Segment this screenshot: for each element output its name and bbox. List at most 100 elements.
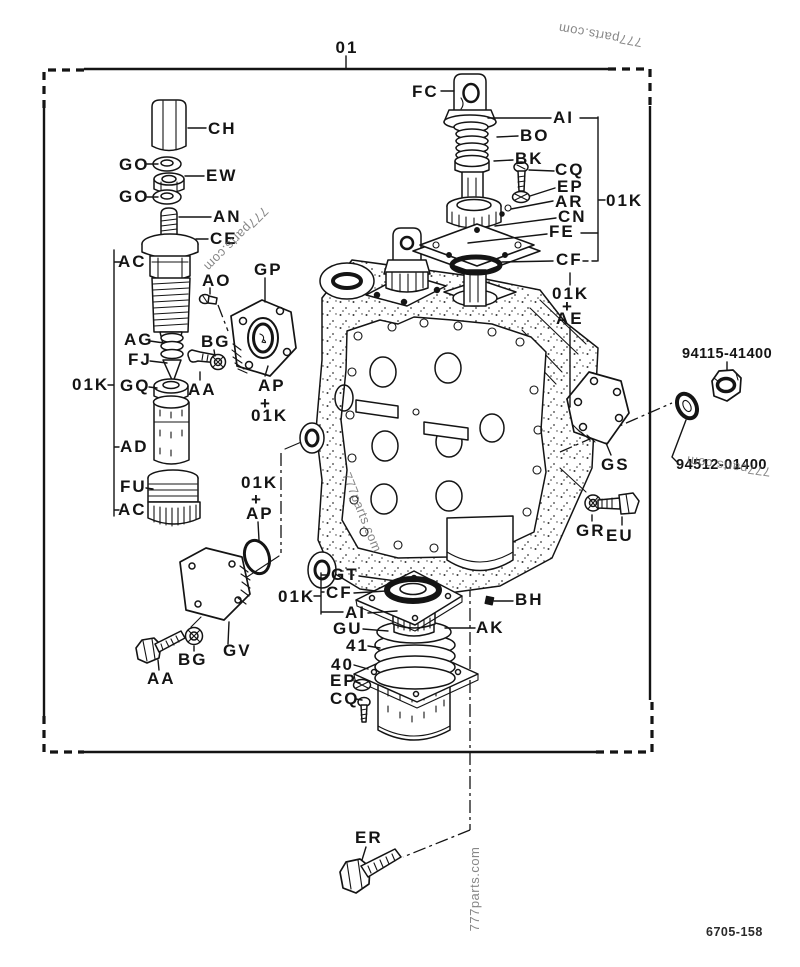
callout-ch: CH xyxy=(208,119,237,138)
callout-kit-right: 01K xyxy=(606,191,643,210)
part-ag-spring xyxy=(160,332,184,360)
callout-ce: CE xyxy=(210,229,238,248)
valve-body-lug xyxy=(319,262,375,300)
callout-ac-lower: AC xyxy=(118,500,147,519)
valve-body-ports xyxy=(334,352,505,515)
callout-kit-left: 01K xyxy=(72,375,109,394)
part-eu-bolt xyxy=(597,492,640,515)
callout-ad: AD xyxy=(120,437,149,456)
part-41-spring xyxy=(374,633,456,690)
part-94512-washer xyxy=(674,391,700,421)
callout-gp: GP xyxy=(254,260,283,279)
callout-cf-lower: CF xyxy=(326,583,353,602)
callout-gv: GV xyxy=(223,641,252,660)
valve-body-bolt-holes xyxy=(345,318,543,553)
callout-gr: GR xyxy=(576,521,606,540)
part-ao-screw xyxy=(198,293,218,305)
callout-cn: CN xyxy=(558,207,587,226)
callout-ap-upper: AP xyxy=(258,376,286,395)
callout-labels: CH GO EW GO AN CE AC AG FJ GQ 01K AD FU … xyxy=(72,82,772,847)
relief-valve-column xyxy=(141,99,201,527)
part-cq-ep-upper xyxy=(499,161,531,217)
callout-bo: BO xyxy=(520,126,550,145)
callout-40: 40 xyxy=(331,655,354,674)
figure-number: 6705-158 xyxy=(706,925,763,939)
view-label-group: 01 xyxy=(336,38,359,70)
callout-gs: GS xyxy=(601,455,630,474)
callout-ew: EW xyxy=(206,166,237,185)
callout-kit-gv: 01K xyxy=(241,473,278,492)
part-aa-bolt-lower xyxy=(135,630,186,664)
callout-go-lower: GO xyxy=(119,187,149,206)
callout-gq: GQ xyxy=(120,376,150,395)
callout-ai-upper: AI xyxy=(553,108,574,127)
part-gr-washer xyxy=(584,494,602,512)
part-fj-poppet xyxy=(162,359,182,383)
callout-washer-part-number: 94512-01400 xyxy=(676,457,767,473)
part-cf-seal-upper xyxy=(449,254,503,276)
callout-ep-lower: EP xyxy=(330,671,357,690)
leader-lines xyxy=(107,90,728,861)
part-go-washer-lower xyxy=(152,189,182,205)
part-ad-sleeve xyxy=(152,395,190,465)
callout-kit-ae: 01K xyxy=(552,284,589,303)
callout-aa-lower: AA xyxy=(147,669,176,688)
callout-nut-part-number: 94115-41400 xyxy=(682,346,772,362)
callout-cq-lower: CQ xyxy=(330,689,360,708)
callout-an: AN xyxy=(213,207,242,226)
part-spool-collar xyxy=(446,196,502,231)
callout-plus-3: + xyxy=(562,297,574,316)
part-bh-plug xyxy=(484,595,495,606)
callout-41: 41 xyxy=(346,636,369,655)
part-fc-clevis xyxy=(443,73,497,130)
part-ce-bushing xyxy=(141,233,199,281)
part-94115-nut xyxy=(711,369,742,402)
callout-cf-upper: CF xyxy=(556,250,583,269)
part-ap-oring xyxy=(242,538,272,576)
part-fu-plug xyxy=(147,469,199,503)
part-bk-collar xyxy=(454,154,490,175)
part-er-bolt xyxy=(339,848,402,894)
callout-aa-upper: AA xyxy=(188,380,217,399)
callout-gu: GU xyxy=(333,619,363,638)
callout-er: ER xyxy=(355,828,383,847)
callout-eu: EU xyxy=(606,526,634,545)
callout-ao: AO xyxy=(202,271,232,290)
lower-bonnet-stack xyxy=(352,570,495,741)
callout-ag: AG xyxy=(124,330,154,349)
callout-ac-upper: AC xyxy=(118,252,147,271)
part-bg-aa-upper xyxy=(187,349,227,371)
callout-plus-2: + xyxy=(251,490,263,509)
callout-gt: GT xyxy=(331,565,359,584)
callout-bg-upper: BG xyxy=(201,332,231,351)
view-label: 01 xyxy=(336,38,359,57)
callout-kit-gp: 01K xyxy=(251,406,288,425)
callout-kit-lower: 01K xyxy=(278,587,315,606)
part-bg-washer-lower xyxy=(184,626,204,646)
gs-axis xyxy=(559,402,673,453)
gv-group xyxy=(135,538,272,664)
callout-fu: FU xyxy=(120,477,147,496)
callout-bg-lower: BG xyxy=(178,650,208,669)
part-ch-plug xyxy=(151,99,187,152)
callout-go-upper: GO xyxy=(119,155,149,174)
part-cf-seal-lower xyxy=(384,576,442,604)
callout-bh: BH xyxy=(515,590,544,609)
callout-ep-upper: EP xyxy=(557,177,584,196)
callout-plus-1: + xyxy=(260,394,272,413)
callout-fc: FC xyxy=(412,82,439,101)
main-spool-assembly xyxy=(412,73,541,307)
callout-cq-upper: CQ xyxy=(555,160,585,179)
watermark-bottom: 777parts.com xyxy=(467,847,482,932)
callout-bk: BK xyxy=(515,149,544,168)
callout-ar: AR xyxy=(555,192,584,211)
watermark-top-right: 777parts.com xyxy=(557,21,643,50)
callout-ap-lower: AP xyxy=(246,504,274,523)
part-gs-plate xyxy=(566,371,630,445)
valve-body xyxy=(299,259,599,598)
callout-ak: AK xyxy=(476,618,505,637)
part-ac-hex-lower xyxy=(147,501,201,527)
sheet-border xyxy=(42,67,654,754)
callout-ai-lower: AI xyxy=(345,603,366,622)
